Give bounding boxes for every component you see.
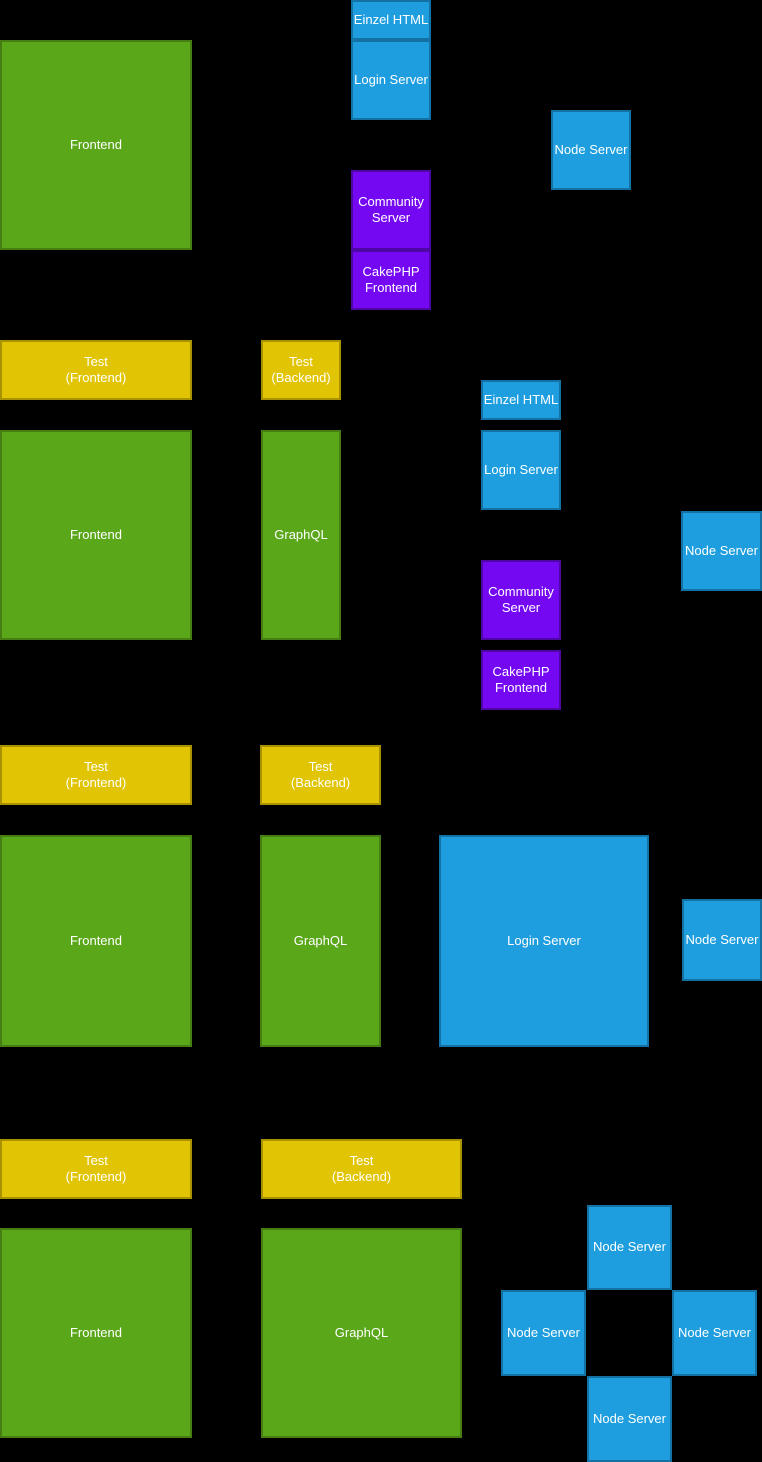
node-community-server[interactable]: Community Server: [481, 560, 561, 640]
node-node-server[interactable]: Node Server: [681, 511, 762, 591]
node-community-server[interactable]: Community Server: [351, 170, 431, 250]
node-graphql[interactable]: GraphQL: [261, 430, 341, 640]
node-node-server[interactable]: Node Server: [501, 1290, 586, 1376]
node-graphql[interactable]: GraphQL: [260, 835, 381, 1047]
node-test-backend[interactable]: Test (Backend): [261, 1139, 462, 1199]
node-frontend[interactable]: Frontend: [0, 430, 192, 640]
node-test-frontend[interactable]: Test (Frontend): [0, 1139, 192, 1199]
node-frontend[interactable]: Frontend: [0, 40, 192, 250]
node-einzel-html[interactable]: Einzel HTML: [351, 0, 431, 40]
node-frontend[interactable]: Frontend: [0, 1228, 192, 1438]
node-node-server[interactable]: Node Server: [551, 110, 631, 190]
node-graphql[interactable]: GraphQL: [261, 1228, 462, 1438]
node-cakephp-frontend[interactable]: CakePHP Frontend: [351, 250, 431, 310]
node-node-server[interactable]: Node Server: [587, 1205, 672, 1290]
node-login-server[interactable]: Login Server: [439, 835, 649, 1047]
node-test-frontend[interactable]: Test (Frontend): [0, 745, 192, 805]
node-login-server[interactable]: Login Server: [351, 40, 431, 120]
node-node-server[interactable]: Node Server: [587, 1376, 672, 1462]
node-einzel-html[interactable]: Einzel HTML: [481, 380, 561, 420]
node-test-backend[interactable]: Test (Backend): [261, 340, 341, 400]
node-node-server[interactable]: Node Server: [682, 899, 762, 981]
node-test-backend[interactable]: Test (Backend): [260, 745, 381, 805]
node-login-server[interactable]: Login Server: [481, 430, 561, 510]
node-frontend[interactable]: Frontend: [0, 835, 192, 1047]
node-test-frontend[interactable]: Test (Frontend): [0, 340, 192, 400]
node-cakephp-frontend[interactable]: CakePHP Frontend: [481, 650, 561, 710]
node-node-server[interactable]: Node Server: [672, 1290, 757, 1376]
